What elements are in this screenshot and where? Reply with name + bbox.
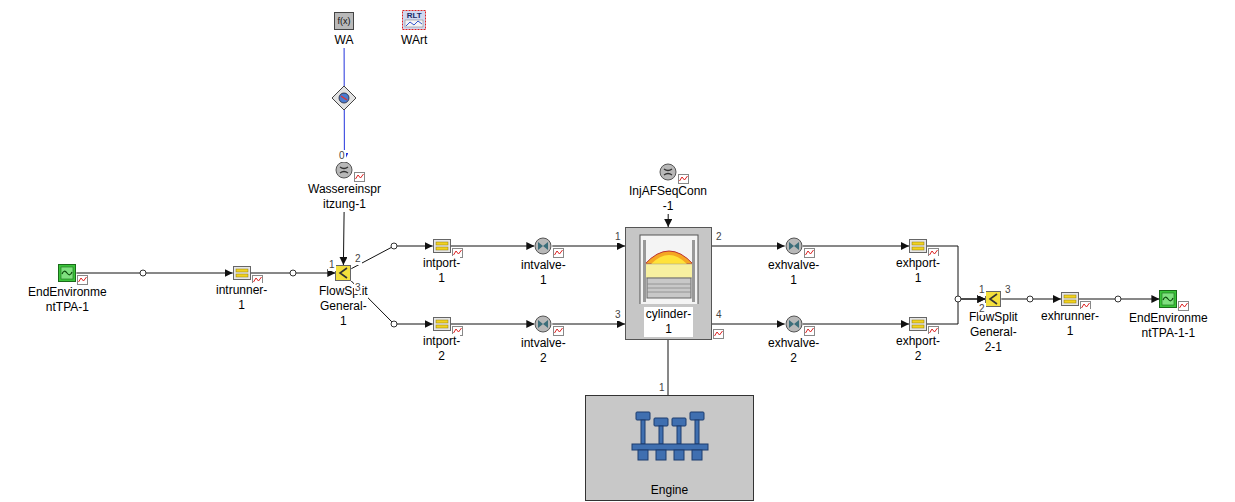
node-label: Wassereinspr itzung-1 bbox=[308, 182, 381, 212]
component-icon bbox=[659, 163, 677, 181]
component-icon bbox=[433, 317, 451, 331]
flow-split: FlowSplit General-2-1 bbox=[969, 291, 1018, 355]
port-number: 0 bbox=[338, 150, 346, 162]
plot-icon bbox=[804, 326, 815, 336]
component-icon bbox=[909, 239, 927, 253]
port-number: 3 bbox=[1004, 284, 1012, 296]
port-number: 3 bbox=[614, 309, 622, 321]
node-label: WA bbox=[335, 33, 354, 48]
node-label: exhport-1 bbox=[896, 256, 940, 286]
component-icon bbox=[335, 161, 353, 179]
plot-icon bbox=[1178, 301, 1189, 311]
node-label: intrunner-1 bbox=[216, 283, 267, 313]
injector-connection: Wassereinspr itzung-1 bbox=[308, 161, 381, 212]
port-number: 3 bbox=[354, 282, 362, 294]
component-icon bbox=[534, 237, 552, 255]
pipe-component: intport-1 bbox=[423, 239, 460, 286]
flow-connector bbox=[803, 324, 909, 325]
component-icon: RLT bbox=[402, 10, 426, 30]
injector-connection: InjAFSeqConn -1 bbox=[629, 163, 707, 214]
node-label: cylinder-1 bbox=[644, 307, 693, 337]
node-label: intvalve-2 bbox=[521, 336, 566, 366]
port-number: 2 bbox=[978, 303, 986, 315]
flow-connector bbox=[351, 246, 432, 269]
node-label: intvalve-1 bbox=[521, 258, 566, 288]
component-icon bbox=[909, 317, 927, 331]
plot-icon bbox=[354, 172, 365, 182]
port-number: 2 bbox=[354, 253, 362, 265]
flow-connector bbox=[712, 246, 785, 247]
node-label: exhrunner-1 bbox=[1041, 309, 1099, 339]
flow-connector bbox=[451, 324, 535, 325]
pipe-component: intrunner-1 bbox=[216, 266, 267, 313]
node-label: InjAFSeqConn -1 bbox=[629, 184, 707, 214]
plot-icon bbox=[553, 248, 564, 258]
component-icon bbox=[534, 315, 552, 333]
node-label: EndEnvironme ntTPA-1-1 bbox=[1129, 311, 1208, 341]
pipe-component: exhport-1 bbox=[896, 239, 940, 286]
engine-block: Engine bbox=[585, 395, 754, 501]
actuator-diamond bbox=[332, 86, 356, 110]
component-icon bbox=[433, 239, 451, 253]
flow-connector bbox=[451, 246, 535, 247]
pipe-component: intport-2 bbox=[423, 317, 460, 364]
plot-icon bbox=[713, 329, 724, 339]
port-number: 1 bbox=[978, 284, 986, 296]
component-icon bbox=[1159, 290, 1177, 308]
component-icon bbox=[985, 291, 1001, 307]
port-number: 4 bbox=[715, 309, 723, 321]
icon-text: f(x) bbox=[334, 12, 354, 30]
node-label: exhvalve-1 bbox=[768, 258, 819, 288]
valve-component: exhvalve-1 bbox=[768, 237, 819, 288]
monitor-block: RLT WArt bbox=[401, 10, 427, 48]
port-number: 1 bbox=[328, 259, 336, 271]
engine-icon bbox=[630, 406, 710, 470]
component-icon bbox=[785, 315, 803, 333]
node-label: WArt bbox=[401, 33, 427, 48]
component-icon bbox=[1061, 292, 1079, 306]
component-icon bbox=[785, 237, 803, 255]
valve-component: intvalve-1 bbox=[521, 237, 566, 288]
flow-connector bbox=[668, 214, 669, 227]
flow-connector bbox=[76, 273, 232, 274]
node-label: intport-1 bbox=[423, 256, 460, 286]
node-label: intport-2 bbox=[423, 334, 460, 364]
node-label: exhport-2 bbox=[896, 334, 940, 364]
valve-component: intvalve-2 bbox=[521, 315, 566, 366]
cylinder-icon bbox=[639, 234, 699, 304]
flow-connector bbox=[668, 340, 669, 395]
component-icon bbox=[335, 265, 351, 281]
flow-connector bbox=[552, 246, 625, 247]
environment-boundary: EndEnvironme ntTPA-1 bbox=[28, 264, 107, 315]
valve-component: exhvalve-2 bbox=[768, 315, 819, 366]
port-number: 2 bbox=[715, 231, 723, 243]
flow-connector bbox=[712, 324, 785, 325]
node-label: exhvalve-2 bbox=[768, 336, 819, 366]
icon-text: RLT bbox=[402, 10, 426, 31]
pipe-component: exhport-2 bbox=[896, 317, 940, 364]
node-label: FlowSplit General-2-1 bbox=[969, 310, 1018, 355]
flow-split: FlowSplit General-1 bbox=[319, 265, 368, 329]
cylinder-block: cylinder-1 bbox=[625, 227, 712, 340]
component-icon: f(x) bbox=[334, 12, 354, 30]
plot-icon bbox=[804, 248, 815, 258]
function-block: f(x) WA bbox=[334, 12, 354, 48]
flow-connector bbox=[552, 324, 625, 325]
node-label: EndEnvironme ntTPA-1 bbox=[28, 285, 107, 315]
plot-icon bbox=[553, 326, 564, 336]
plot-icon bbox=[678, 174, 689, 184]
component-icon bbox=[233, 266, 251, 280]
port-number: 1 bbox=[614, 231, 622, 243]
component-icon bbox=[58, 264, 76, 282]
environment-boundary: EndEnvironme ntTPA-1-1 bbox=[1129, 290, 1208, 341]
port-number: 1 bbox=[658, 382, 666, 394]
pipe-component: exhrunner-1 bbox=[1041, 292, 1099, 339]
node-label: Engine bbox=[649, 483, 690, 498]
flow-connector bbox=[343, 212, 345, 265]
plot-icon bbox=[77, 275, 88, 285]
flow-connector bbox=[803, 246, 909, 247]
